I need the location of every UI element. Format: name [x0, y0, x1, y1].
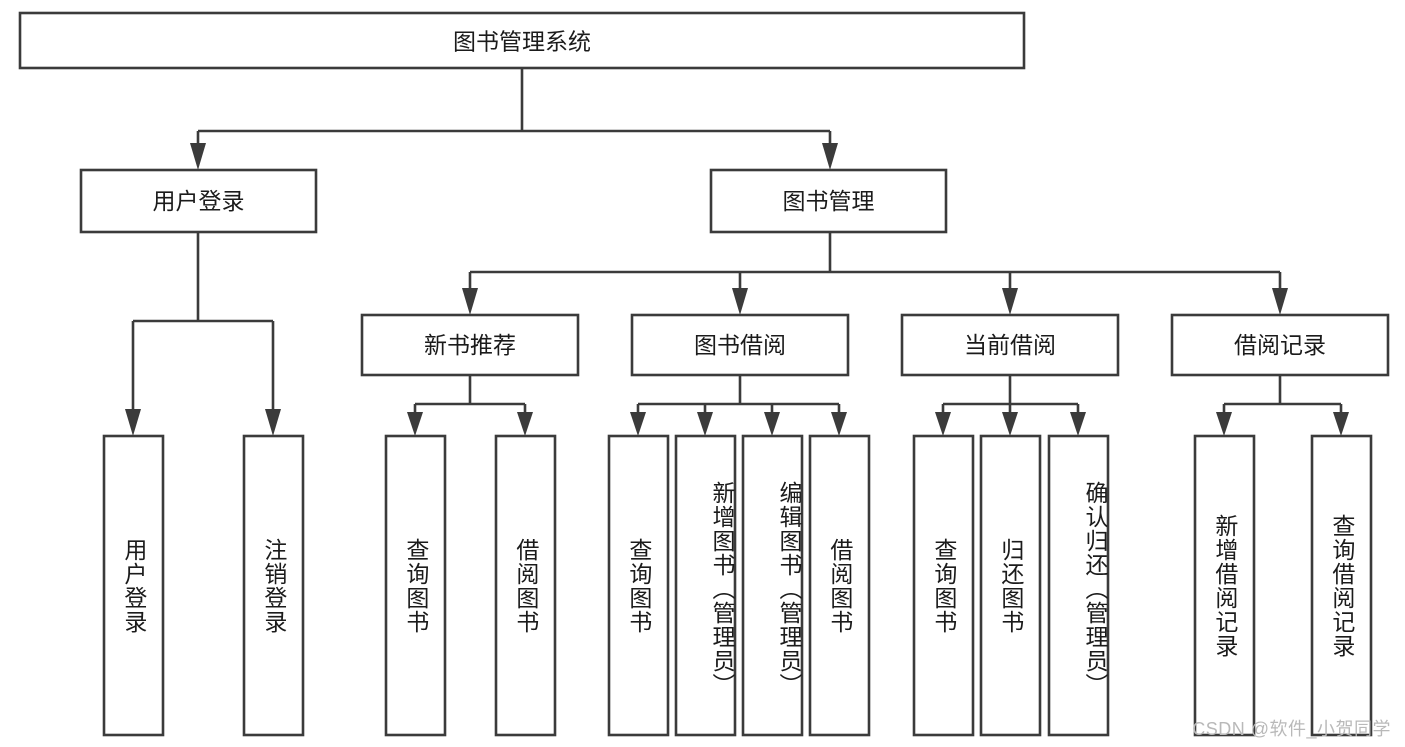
leaf-box-user-login-0[interactable] — [102, 434, 165, 737]
node-root-label: 图书管理系统 — [453, 29, 591, 55]
leaf-box-current-borrow-2[interactable] — [1047, 434, 1110, 737]
connector-bookborrow-to-leaves — [630, 375, 847, 436]
leaf-box-new-book-0[interactable] — [384, 434, 447, 737]
node-user-login-label: 用户登录 — [153, 188, 245, 214]
csdn-watermark: CSDN @软件_小贺同学 — [1192, 719, 1391, 739]
connector-newbook-to-leaves — [407, 375, 533, 436]
leaf-box-current-borrow-1[interactable] — [979, 434, 1042, 737]
node-book-management[interactable]: 图书管理 — [709, 168, 948, 234]
leaf-box-book-borrow-0[interactable] — [607, 434, 670, 737]
node-user-login[interactable]: 用户登录 — [79, 168, 318, 234]
connector-userlogin-to-leaves — [125, 232, 281, 436]
node-book-management-label: 图书管理 — [783, 188, 875, 214]
node-new-book-recommend[interactable]: 新书推荐 — [360, 313, 580, 377]
leaf-box-book-borrow-1[interactable] — [674, 434, 737, 737]
node-borrow-record-label: 借阅记录 — [1234, 332, 1326, 358]
node-book-borrow-label: 图书借阅 — [694, 332, 786, 358]
connector-currentborrow-to-leaves — [935, 375, 1086, 436]
node-new-book-recommend-label: 新书推荐 — [424, 332, 516, 358]
leaf-box-borrow-record-0[interactable] — [1193, 434, 1256, 737]
leaf-box-user-login-1[interactable] — [242, 434, 305, 737]
leaf-box-current-borrow-0[interactable] — [912, 434, 975, 737]
leaf-box-new-book-1[interactable] — [494, 434, 557, 737]
connector-bookmgmt-to-level3 — [462, 232, 1288, 315]
node-book-borrow[interactable]: 图书借阅 — [630, 313, 850, 377]
node-current-borrow-label: 当前借阅 — [964, 332, 1056, 358]
node-borrow-record[interactable]: 借阅记录 — [1170, 313, 1390, 377]
leaf-box-book-borrow-2[interactable] — [741, 434, 804, 737]
leaf-box-book-borrow-3[interactable] — [808, 434, 871, 737]
leaf-box-borrow-record-1[interactable] — [1310, 434, 1373, 737]
connector-borrowrecord-to-leaves — [1216, 375, 1349, 436]
node-root-book-management-system[interactable]: 图书管理系统 — [18, 11, 1026, 70]
node-current-borrow[interactable]: 当前借阅 — [900, 313, 1120, 377]
connector-root-to-level2 — [190, 68, 838, 170]
